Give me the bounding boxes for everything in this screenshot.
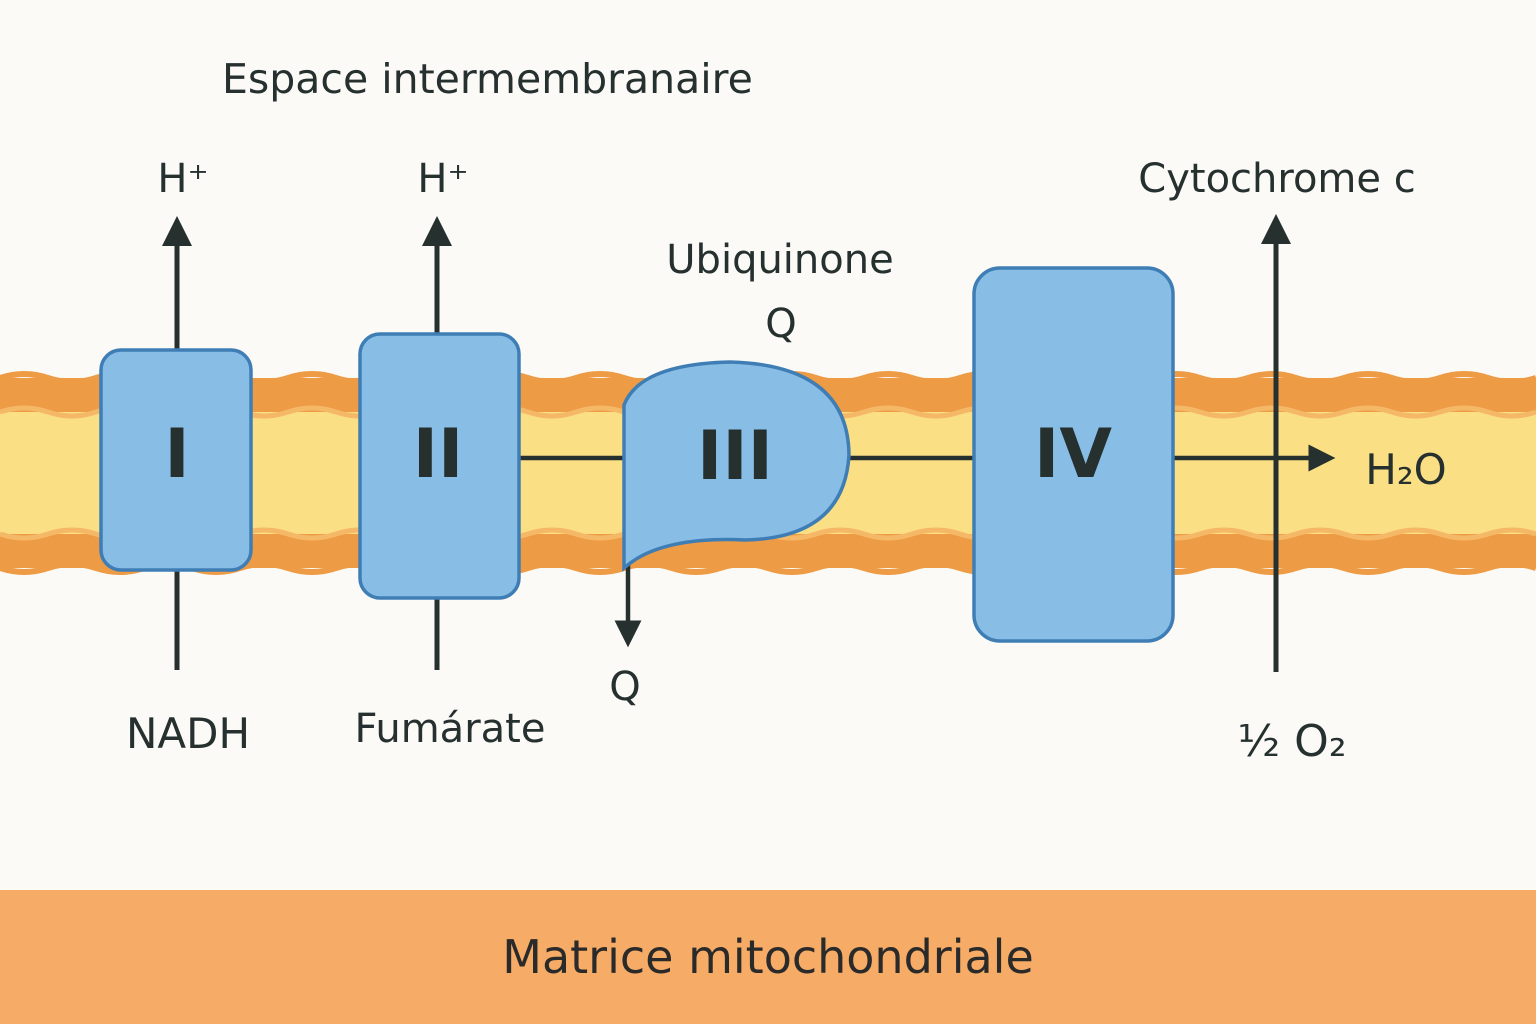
complex-3-shape [622,360,851,572]
proton-label-1: H⁺ [157,156,208,202]
ubiquinone-label: Ubiquinone [666,237,893,283]
matrix-bar: Matrice mitochondriale [0,890,1536,1024]
ubiquinone-q-bottom-label: Q [609,664,640,710]
complex-2-box [358,332,521,600]
complex-4-box [972,266,1175,643]
nadh-label: NADH [126,709,250,758]
fumarate-label: Fumárate [355,706,546,752]
complex-1-label: I [164,415,189,494]
membrane-edge-bottom [0,561,1536,575]
half-oxygen-label: ½ O₂ [1238,716,1347,767]
cytochrome-c-label: Cytochrome c [1138,156,1415,202]
complex-4-label: IV [1034,415,1112,494]
proton-label-2: H⁺ [417,156,468,202]
complex-1-box [99,348,253,572]
water-label: H₂O [1365,445,1446,494]
complex-2-label: II [413,415,464,494]
ubiquinone-q-label: Q [765,301,796,347]
intermembrane-space-label: Espace intermembranaire [222,55,753,103]
matrix-label: Matrice mitochondriale [502,930,1034,984]
complex-3-label: III [697,417,773,496]
